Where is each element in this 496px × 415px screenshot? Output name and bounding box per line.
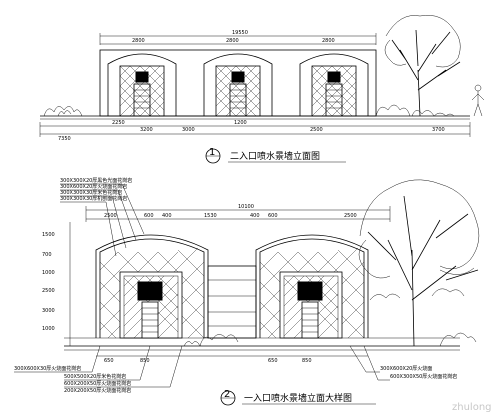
e2-side-dim-1: 1500 — [42, 232, 55, 238]
e2-top-dim-4: 1530 — [204, 213, 217, 219]
e2-note-7: 600X200X50厚火烧面花岗岩 — [64, 380, 131, 387]
e2-top-dim-5: 400 — [250, 213, 260, 219]
e2-middle-wall — [207, 265, 257, 339]
e1-caption: 二入口喷水景墙立面图 — [230, 150, 320, 162]
watermark: zhulong — [452, 402, 492, 413]
e1-panel-1 — [107, 53, 177, 117]
e2-top-dim-7: 2500 — [344, 213, 357, 219]
e1-number: 1 — [209, 147, 215, 158]
e2-top-dim-3: 400 — [162, 213, 172, 219]
e2-material-notes-bottom: 300X600X30厚火烧面花岗岩 500X500X20厚米色花岗岩 600X2… — [14, 345, 457, 394]
elevation-2: 10100 2500 600 400 1530 400 600 2500 150… — [14, 177, 480, 406]
e2-side-dim-3: 1000 — [42, 270, 55, 276]
e1-bottom-dim-1: 2250 — [112, 120, 125, 126]
e2-bottom-dim-3: 650 — [268, 358, 278, 364]
elevation-1: 19550 2800 2800 2800 — [39, 15, 485, 164]
e1-human-figure — [471, 84, 485, 117]
e2-note-9: 600X300X50厚火烧面花岗岩 — [390, 373, 457, 380]
e2-shrubs — [183, 332, 477, 347]
e1-top-dim-2: 2800 — [226, 38, 239, 44]
e2-note-4: 300X300X30厚机刨面花岗岩 — [60, 195, 127, 202]
e2-tree — [358, 179, 480, 347]
e1-top-dim-1: 2800 — [132, 38, 145, 44]
e1-left-dim: 7350 — [58, 136, 71, 142]
e2-overall-dim: 10100 — [238, 204, 254, 210]
e2-top-dim-1: 2500 — [104, 213, 117, 219]
e2-note-8: 300X600X20厚火烧面 — [380, 365, 432, 372]
e1-shrubs — [43, 104, 455, 117]
e1-bottom-dim-5: 2500 — [310, 127, 323, 133]
e2-top-dim-2: 600 — [144, 213, 154, 219]
e2-side-dim-6: 1000 — [42, 326, 55, 332]
e1-right-dim: 3700 — [432, 127, 445, 133]
e2-note-10: 200X200X50厚火烧面花岗岩 — [64, 387, 131, 394]
e2-side-dim-2: 700 — [42, 252, 52, 258]
e2-wall-panel-1 — [95, 234, 209, 339]
e1-bottom-dim-3: 3000 — [182, 127, 195, 133]
e2-note-1: 300X300X20厚黑色光面花岗岩 — [60, 177, 132, 184]
e1-panel-2 — [203, 53, 273, 117]
e1-panel-3 — [299, 53, 369, 117]
e1-overall-dim: 19550 — [232, 30, 248, 36]
e2-wall-panel-2 — [255, 234, 369, 339]
e2-note-6: 500X500X20厚米色花岗岩 — [64, 373, 126, 380]
e1-top-dim-3: 2800 — [322, 38, 335, 44]
e2-side-dim-5: 3000 — [42, 308, 55, 314]
e2-number: 2 — [224, 389, 230, 400]
e2-note-2: 300X600X20厚火烧面花岗岩 — [60, 183, 127, 190]
e1-tree — [384, 15, 461, 117]
e1-bottom-dim-2: 3200 — [140, 127, 153, 133]
e2-note-5: 300X600X30厚火烧面花岗岩 — [14, 365, 81, 372]
e1-wall-outline — [99, 49, 377, 117]
e2-bottom-dim-2: 850 — [140, 358, 150, 364]
e2-bottom-dim-1: 650 — [104, 358, 114, 364]
e2-bottom-dim-4: 850 — [302, 358, 312, 364]
e2-side-dim-4: 2500 — [42, 288, 55, 294]
e2-top-dim-6: 600 — [268, 213, 278, 219]
e2-caption: 一入口喷水景墙立面大样图 — [244, 392, 352, 404]
e1-bottom-dim-4: 1200 — [234, 120, 247, 126]
e2-note-3: 300X300X30厚米色花岗岩 — [60, 189, 122, 196]
e2-material-notes-top: 300X300X20厚黑色光面花岗岩 300X600X20厚火烧面花岗岩 300… — [60, 177, 145, 257]
